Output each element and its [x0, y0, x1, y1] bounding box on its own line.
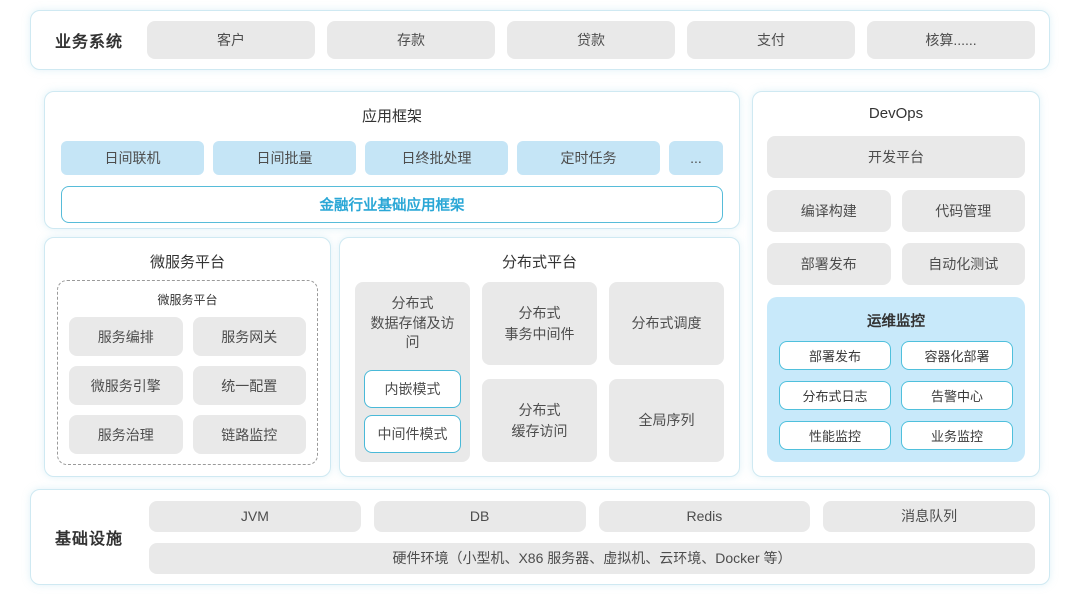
monitor-item-deploy-release: 部署发布 — [779, 341, 891, 370]
infra-item-db: DB — [373, 500, 586, 532]
app-framework-title: 应用框架 — [361, 108, 422, 125]
microservice-item-service-orchestration: 服务编排 — [69, 317, 183, 356]
finance-base-framework-bar: 金融行业基础应用框架 — [61, 186, 723, 223]
microservice-item-microservice-engine: 微服务引擎 — [69, 366, 183, 405]
devops-item-auto-test: 自动化测试 — [901, 243, 1025, 285]
microservice-item-service-governance: 服务治理 — [69, 415, 183, 454]
storage-title-line2: 数据存储及访问 — [370, 314, 455, 351]
business-systems-panel: 业务系统 客户 存款 贷款 支付 核算...... — [30, 10, 1050, 70]
business-item-accounting: 核算...... — [867, 21, 1035, 59]
monitor-item-business-monitor: 业务监控 — [901, 421, 1013, 450]
infrastructure-panel: 基础设施 JVM DB Redis 消息队列 硬件环境（小型机、X86 服务器、… — [30, 489, 1050, 585]
distributed-cache-box: 分布式 缓存访问 — [482, 379, 597, 462]
monitor-item-alert-center: 告警中心 — [901, 381, 1013, 410]
microservice-item-trace-monitor: 链路监控 — [192, 415, 306, 454]
microservice-inner-title: 微服务平台 — [157, 293, 218, 307]
devops-grid: 编译构建 代码管理 部署发布 自动化测试 — [767, 190, 1025, 285]
storage-title-line1: 分布式 — [391, 295, 434, 311]
architecture-diagram: 业务系统 客户 存款 贷款 支付 核算...... 应用框架 日间联机 日间批量… — [30, 10, 1050, 585]
platforms-row: 微服务平台 微服务平台 服务编排 服务网关 微服务引擎 统一配置 服务治理 链路… — [44, 237, 740, 477]
distributed-platform-panel: 分布式平台 分布式 数据存储及访问 内嵌模式 中间件模式 — [339, 237, 740, 477]
devops-title: DevOps — [868, 105, 924, 122]
business-item-loan: 贷款 — [507, 21, 675, 59]
cache-label: 分布式 缓存访问 — [512, 400, 568, 442]
ops-monitor-panel: 运维监控 部署发布 容器化部署 分布式日志 告警中心 性能监控 业务监控 — [767, 297, 1025, 462]
business-item-payment: 支付 — [687, 21, 855, 59]
hardware-environment-bar: 硬件环境（小型机、X86 服务器、虚拟机、云环境、Docker 等） — [149, 542, 1035, 574]
cache-line2: 缓存访问 — [511, 422, 568, 439]
distributed-data-storage-title: 分布式 数据存储及访问 — [364, 294, 461, 353]
distributed-tx-middleware-box: 分布式 事务中间件 — [482, 282, 597, 365]
business-item-deposit: 存款 — [327, 21, 495, 59]
cache-line1: 分布式 — [518, 401, 561, 418]
ops-monitor-grid: 部署发布 容器化部署 分布式日志 告警中心 性能监控 业务监控 — [779, 341, 1013, 450]
monitor-item-distributed-log: 分布式日志 — [779, 381, 891, 410]
framework-item-more: ... — [669, 141, 723, 175]
devops-item-build: 编译构建 — [767, 190, 891, 232]
microservice-inner-box: 微服务平台 服务编排 服务网关 微服务引擎 统一配置 服务治理 链路监控 — [57, 280, 318, 465]
ops-monitor-title: 运维监控 — [867, 314, 925, 330]
tx-middleware-label: 分布式 事务中间件 — [505, 303, 575, 345]
distributed-platform-title: 分布式平台 — [501, 254, 577, 271]
framework-item-scheduled-task: 定时任务 — [517, 141, 660, 175]
framework-item-eod-batch: 日终批处理 — [365, 141, 508, 175]
devops-panel: DevOps 开发平台 编译构建 代码管理 部署发布 自动化测试 运维监控 部署… — [752, 91, 1040, 477]
framework-item-daytime-batch: 日间批量 — [213, 141, 356, 175]
infrastructure-chips: JVM DB Redis 消息队列 — [149, 500, 1035, 532]
business-item-customer: 客户 — [147, 21, 315, 59]
left-column: 应用框架 日间联机 日间批量 日终批处理 定时任务 ... 金融行业基础应用框架… — [44, 91, 740, 477]
infra-item-message-queue: 消息队列 — [823, 500, 1035, 532]
distributed-grid: 分布式 数据存储及访问 内嵌模式 中间件模式 分布式 事务中间件 — [355, 282, 724, 462]
app-framework-panel: 应用框架 日间联机 日间批量 日终批处理 定时任务 ... 金融行业基础应用框架 — [44, 91, 740, 229]
devops-item-code-mgmt: 代码管理 — [901, 190, 1025, 232]
microservice-platform-panel: 微服务平台 微服务平台 服务编排 服务网关 微服务引擎 统一配置 服务治理 链路… — [44, 237, 331, 477]
microservice-item-service-gateway: 服务网关 — [192, 317, 306, 356]
main-area: 应用框架 日间联机 日间批量 日终批处理 定时任务 ... 金融行业基础应用框架… — [44, 91, 1040, 477]
distributed-scheduler-box: 分布式调度 — [609, 282, 724, 365]
microservice-item-unified-config: 统一配置 — [192, 366, 306, 405]
microservice-grid: 服务编排 服务网关 微服务引擎 统一配置 服务治理 链路监控 — [69, 317, 306, 454]
dev-platform-box: 开发平台 — [767, 136, 1025, 178]
app-framework-chips: 日间联机 日间批量 日终批处理 定时任务 ... — [61, 141, 723, 175]
embedded-mode-box: 内嵌模式 — [364, 369, 461, 408]
devops-item-deploy-release: 部署发布 — [767, 243, 891, 285]
monitor-item-container-deploy: 容器化部署 — [901, 341, 1013, 370]
business-systems-label: 业务系统 — [54, 34, 123, 51]
global-sequence-box: 全局序列 — [609, 379, 724, 462]
tx-line1: 分布式 — [518, 304, 561, 321]
infra-item-redis: Redis — [598, 500, 811, 532]
infrastructure-content: JVM DB Redis 消息队列 硬件环境（小型机、X86 服务器、虚拟机、云… — [149, 500, 1035, 574]
tx-line2: 事务中间件 — [504, 325, 575, 342]
infra-item-jvm: JVM — [149, 500, 361, 532]
middleware-mode-box: 中间件模式 — [364, 414, 461, 453]
framework-item-daytime-online: 日间联机 — [61, 141, 204, 175]
distributed-data-storage-box: 分布式 数据存储及访问 内嵌模式 中间件模式 — [355, 282, 470, 462]
microservice-platform-title: 微服务平台 — [149, 254, 225, 271]
monitor-item-perf-monitor: 性能监控 — [779, 421, 891, 450]
infrastructure-label: 基础设施 — [54, 531, 123, 548]
